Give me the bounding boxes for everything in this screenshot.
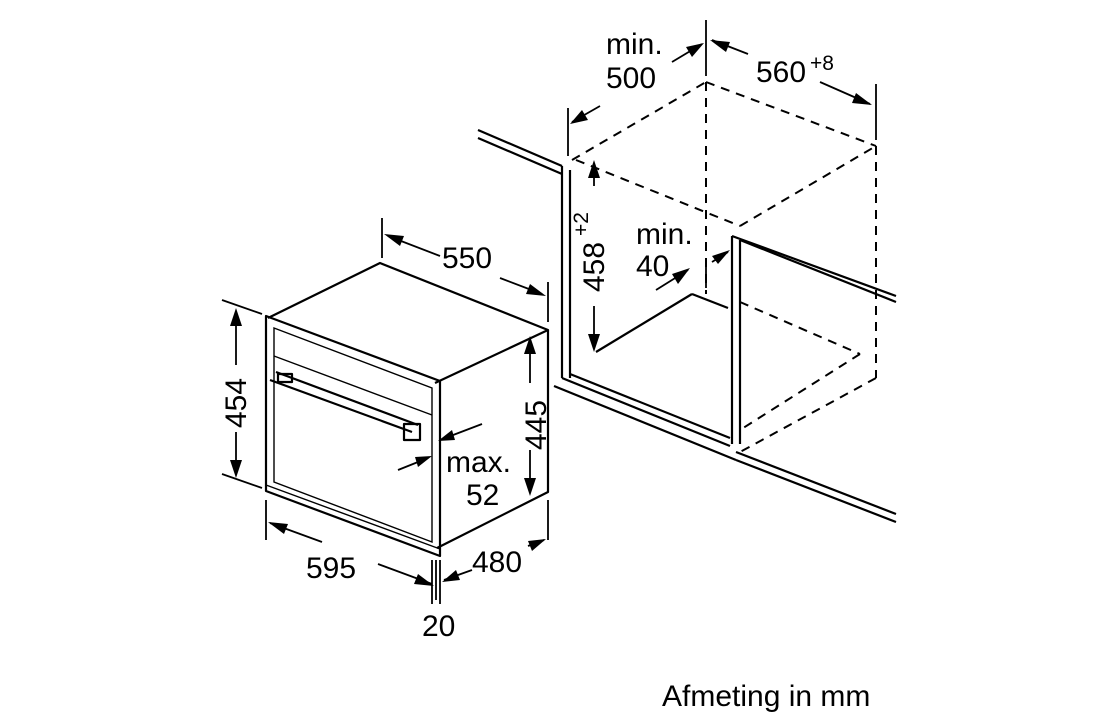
dim-min-500: min. 500 <box>567 20 707 156</box>
dim-max-label: max. <box>446 446 511 479</box>
dim-560-tolerance: +8 <box>810 52 834 75</box>
dim-500-label: 500 <box>606 62 656 95</box>
dim-454-label: 454 <box>220 378 253 428</box>
dim-454: 454 <box>220 299 263 489</box>
unit-note: Afmeting in mm <box>662 680 870 713</box>
dim-595: 595 <box>265 500 437 600</box>
dim-458: 458 +2 <box>570 160 611 352</box>
dim-max-52: max. 52 <box>397 423 511 512</box>
oven-drawing <box>264 261 550 558</box>
dim-20-label: 20 <box>422 610 455 643</box>
dim-445: 445 <box>520 336 553 496</box>
dim-445-label: 445 <box>520 400 553 450</box>
niche-drawing <box>477 81 897 524</box>
dim-458-label: 458 <box>578 242 611 292</box>
dim-min-500-label: min. <box>606 28 663 61</box>
dim-min-40: min. 40 <box>636 218 730 291</box>
dim-560-label: 560 <box>756 56 806 89</box>
dim-20: 20 <box>422 560 455 643</box>
dim-480-label: 480 <box>472 546 522 579</box>
dim-550-label: 550 <box>442 242 492 275</box>
dim-480: 480 <box>442 500 549 582</box>
dim-595-label: 595 <box>306 552 356 585</box>
dim-560: 560 +8 <box>710 39 877 140</box>
dim-52-label: 52 <box>466 479 499 512</box>
dim-min-40-label: min. <box>636 218 693 251</box>
dim-550: 550 <box>381 218 549 322</box>
dim-458-tolerance: +2 <box>570 212 593 236</box>
dim-40-label: 40 <box>636 250 669 283</box>
